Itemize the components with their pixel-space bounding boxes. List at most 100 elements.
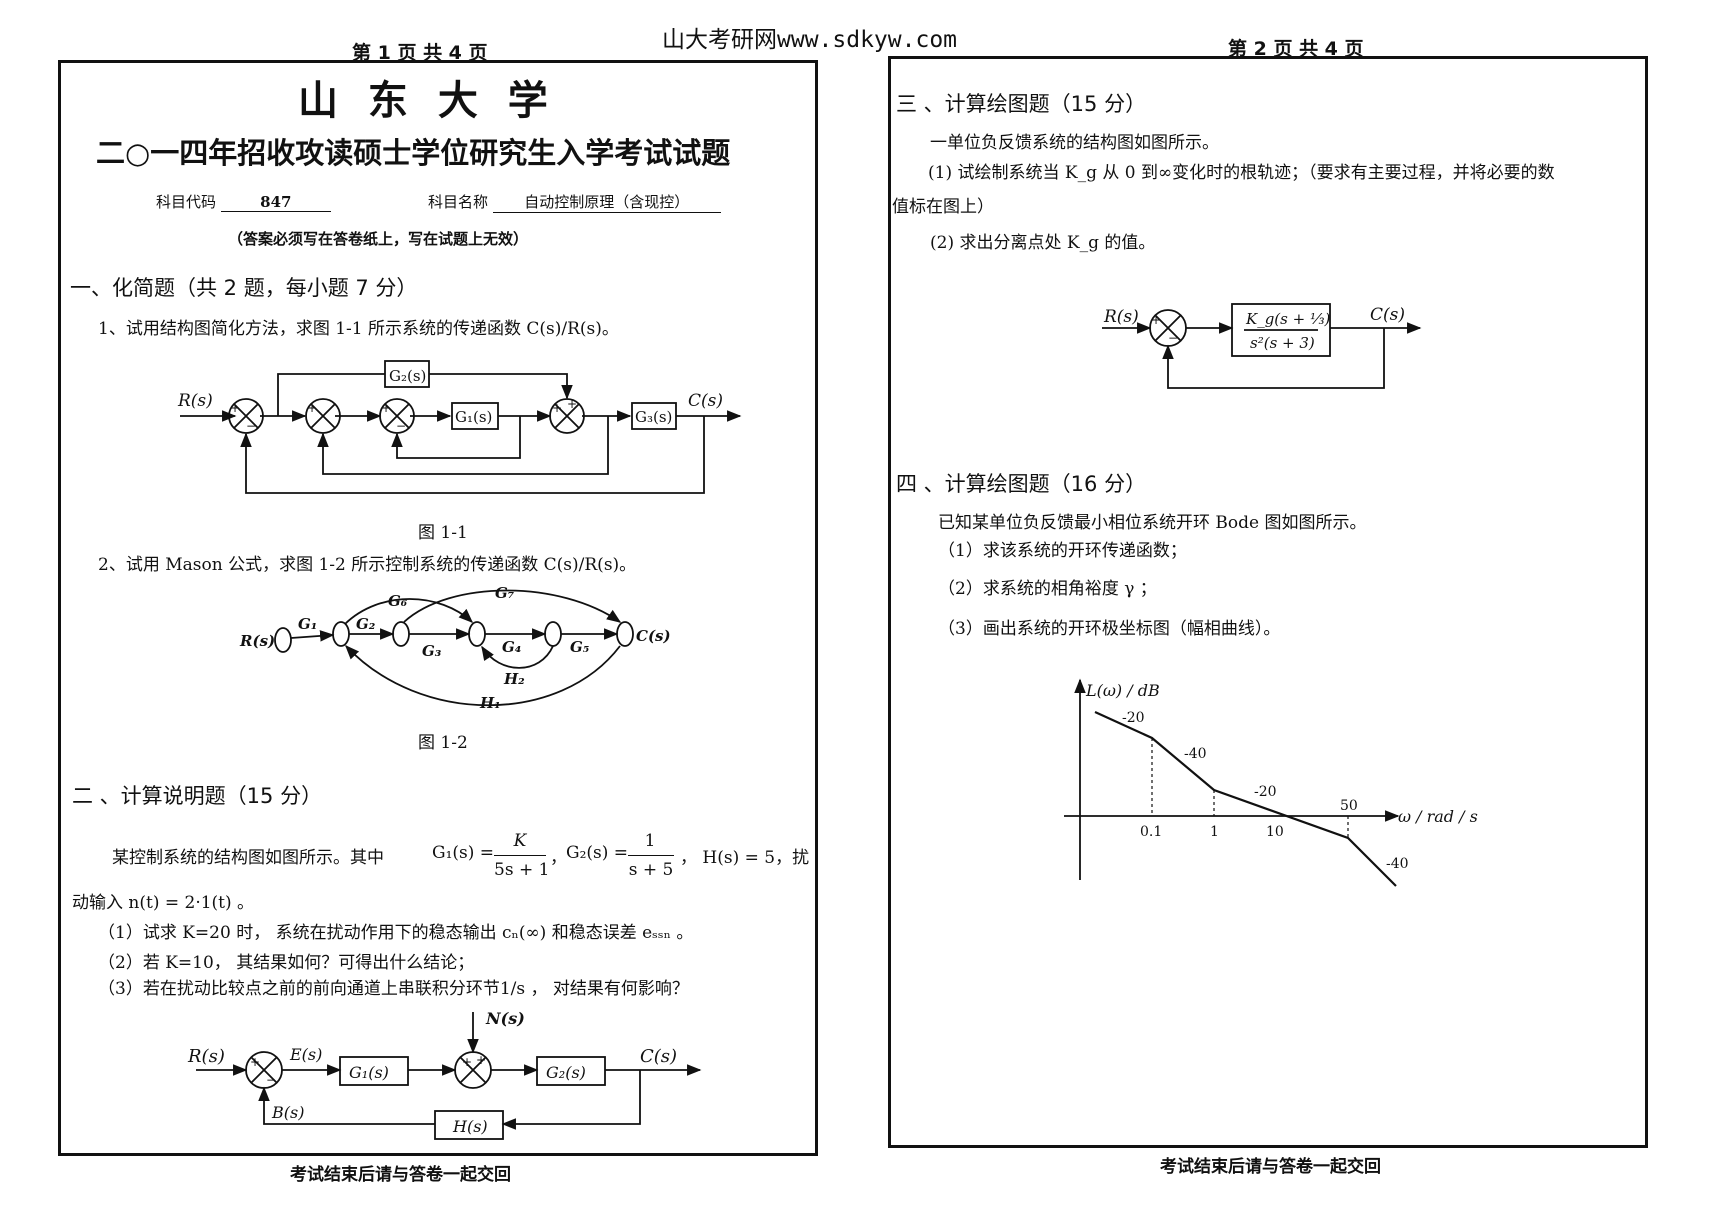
fig2-g7-label: G₇ <box>495 584 515 602</box>
fig1-plus-3: + <box>381 401 391 415</box>
fig1-r-label: R(s) <box>177 391 213 411</box>
fig3-c-label: C(s) <box>640 1046 677 1067</box>
fig3-g1-label: G₁(s) <box>349 1063 389 1082</box>
s3-intro: 一单位负反馈系统的结构图如图所示。 <box>930 133 1219 153</box>
bode-tick-10: 10 <box>1266 824 1284 840</box>
fig4-numerator: K_g(s + ⅓) <box>1245 310 1331 328</box>
bode-slope-4: -40 <box>1386 856 1409 872</box>
s3-q1b: 值标在图上） <box>892 197 994 217</box>
question-1-2: 2、试用 Mason 公式，求图 1-2 所示控制系统的传递函数 C(s)/R(… <box>98 555 637 575</box>
bode-xlabel: ω / rad / s <box>1398 807 1478 826</box>
fig2-r-label: R(s) <box>239 632 275 650</box>
s2-h: ， H(s) = 5，扰 <box>680 848 810 868</box>
fig1-plus-4: + <box>552 401 562 415</box>
fig1-minus-3: − <box>396 419 406 433</box>
page1-footer: 考试结束后请与答卷一起交回 <box>290 1165 511 1185</box>
section2-title: 二 、计算说明题（15 分） <box>72 784 323 808</box>
fig1-g2-label: G₂(s) <box>389 367 426 385</box>
bode-tick-50: 50 <box>1340 798 1358 814</box>
bode-slope-1: -20 <box>1122 710 1145 726</box>
fig3-plus-3: + <box>476 1053 486 1067</box>
s2-q3: （3）若在扰动比较点之前的前向通道上串联积分环节1/s ， 对结果有何影响？ <box>98 979 689 999</box>
s4-q1: （1）求该系统的开环传递函数； <box>938 541 1187 561</box>
fig1-plus-1: + <box>230 401 240 415</box>
fig3-g2-label: G₂(s) <box>546 1063 586 1082</box>
fig4-minus: − <box>1168 331 1178 345</box>
s4-q2: （2）求系统的相角裕度 γ ； <box>938 579 1157 599</box>
fig3-e-label: E(s) <box>289 1045 322 1064</box>
s2-q1: （1）试求 K=20 时， 系统在扰动作用下的稳态输出 cₙ(∞) 和稳态误差 … <box>98 923 694 943</box>
fig2-g4-label: G₄ <box>502 638 521 656</box>
s3-q1a: (1) 试绘制系统当 K_g 从 0 到∞变化时的根轨迹；（要求有主要过程，并将… <box>928 163 1555 183</box>
fig4-r-label: R(s) <box>1103 307 1139 327</box>
subject-code-row: 科目代码 847 <box>156 191 331 212</box>
s2-intro-a: 某控制系统的结构图如图所示。其中 <box>112 848 384 868</box>
bode-ylabel: L(ω) / dB <box>1085 681 1160 700</box>
fig3-h-label: H(s) <box>452 1117 488 1136</box>
s2-g1-num: K <box>513 831 527 851</box>
question-1-1: 1、试用结构图简化方法，求图 1-1 所示系统的传递函数 C(s)/R(s)。 <box>98 319 619 339</box>
s2-g2-num: 1 <box>644 831 656 851</box>
site-watermark: 山大考研网www.sdkyw.com <box>662 27 958 53</box>
fig2-g2-label: G₂ <box>356 615 376 633</box>
fig1-c-label: C(s) <box>688 391 723 411</box>
section4-title: 四 、计算绘图题（16 分） <box>896 472 1147 496</box>
fig3-r-label: R(s) <box>187 1046 225 1067</box>
exam-title: 二○一四年招收攻读硕士学位研究生入学考试试题 <box>96 136 731 170</box>
page2-frame <box>888 56 1648 1148</box>
figure-1-2-caption: 图 1-2 <box>418 733 468 753</box>
fig2-g5-label: G₅ <box>570 638 590 656</box>
fig4-plus: + <box>1151 313 1161 327</box>
fig2-g3-label: G₃ <box>422 642 442 660</box>
s2-g1-den: 5s + 1 <box>494 860 550 880</box>
page2-number: 第 2 页 共 4 页 <box>1228 38 1364 60</box>
fig2-c-label: C(s) <box>636 627 671 645</box>
figure-1-1: R(s) C(s) G₂(s) G₁(s) G₃(s) + − + + − + … <box>177 360 742 494</box>
figure-1-2: R(s) C(s) G₁ G₂ G₃ G₄ G₅ G₆ G₇ H₂ H₁ <box>239 584 671 712</box>
subject-name-value: 自动控制原理（含现控） <box>492 191 721 213</box>
s2-g2-den: s + 5 <box>628 860 674 880</box>
s2-g2-fraction-bar <box>628 855 674 856</box>
figure-1-1-caption: 图 1-1 <box>418 523 468 543</box>
subject-code-label: 科目代码 <box>156 193 217 211</box>
university-title: 山 东 大 学 <box>298 78 556 124</box>
fig2-h1-label: H₁ <box>479 694 501 712</box>
fig1-g3-label: G₃(s) <box>635 408 672 426</box>
page1-number: 第 1 页 共 4 页 <box>352 42 488 64</box>
figure-disturbance: R(s) E(s) N(s) C(s) B(s) G₁(s) G₂(s) H(s… <box>187 1009 702 1140</box>
bode-slope-3: -20 <box>1254 784 1277 800</box>
fig3-plus-1: + <box>250 1055 260 1069</box>
subject-name-label: 科目名称 <box>428 193 489 211</box>
s2-sep1: ， <box>550 848 567 868</box>
fig2-h2-label: H₂ <box>503 670 525 688</box>
fig1-minus-1: − <box>246 419 256 433</box>
s2-g1-lhs: G₁(s) = <box>432 843 495 863</box>
fig3-plus-2: + <box>462 1055 472 1069</box>
s4-intro: 已知某单位负反馈最小相位系统开环 Bode 图如图所示。 <box>938 513 1367 533</box>
subject-code-value: 847 <box>220 193 331 212</box>
bode-plot: L(ω) / dB ω / rad / s -20 -40 -20 -40 0.… <box>1064 678 1478 887</box>
fig1-plus-5: + <box>567 397 577 411</box>
fig4-denominator: s²(s + 3) <box>1250 334 1315 352</box>
s4-q3: （3）画出系统的开环极坐标图（幅相曲线）。 <box>938 619 1281 639</box>
fig3-minus-1: − <box>266 1073 276 1087</box>
s2-g2-lhs: G₂(s) = <box>566 843 629 863</box>
fig3-b-label: B(s) <box>271 1103 304 1122</box>
section3-title: 三 、计算绘图题（15 分） <box>896 92 1147 116</box>
figure-root-locus-system: R(s) C(s) K_g(s + ⅓) s²(s + 3) + − <box>1102 303 1422 389</box>
fig1-g1-label: G₁(s) <box>455 408 492 426</box>
s2-g1-fraction-bar <box>494 855 546 856</box>
s2-intro-b: 动输入 n(t) = 2·1(t) 。 <box>72 893 255 913</box>
fig1-plus-2: + <box>307 401 317 415</box>
section1-title: 一、化简题（共 2 题，每小题 7 分） <box>70 276 418 300</box>
page2-footer: 考试结束后请与答卷一起交回 <box>1160 1157 1381 1177</box>
bode-slope-2: -40 <box>1184 746 1207 762</box>
answer-notice: （答案必须写在答卷纸上，写在试题上无效） <box>228 230 529 248</box>
s3-q2: (2) 求出分离点处 K_g 的值。 <box>930 233 1156 253</box>
bode-tick-0-1: 0.1 <box>1140 824 1162 840</box>
fig3-n-label: N(s) <box>485 1009 525 1028</box>
subject-name-row: 科目名称 自动控制原理（含现控） <box>428 191 721 213</box>
page1-frame <box>58 60 818 1156</box>
s2-q2: （2）若 K=10， 其结果如何？可得出什么结论； <box>98 953 475 973</box>
fig2-g1-label: G₁ <box>298 615 317 633</box>
